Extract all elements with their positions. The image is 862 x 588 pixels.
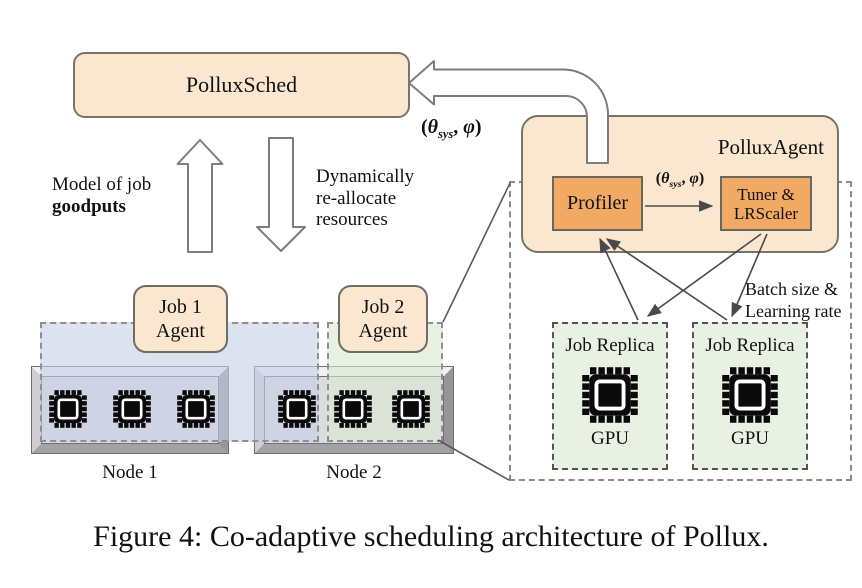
job1-agent-box: Job 1 Agent	[133, 285, 228, 353]
gpu-chip-icon-large	[579, 364, 641, 426]
reallocate-line2: re-allocate	[316, 187, 397, 209]
profiler-label: Profiler	[566, 192, 629, 214]
job2-agent-line2: Agent	[358, 320, 408, 342]
job2-agent-line1: Job 2	[361, 296, 405, 318]
polluxagent-label: PolluxAgent	[717, 135, 824, 159]
goodput-model-line1: Model of job	[52, 174, 152, 195]
profiler-box: Profiler	[552, 176, 643, 231]
goodput-model-line2: goodputs	[52, 196, 126, 217]
gpu-chip-icon	[276, 388, 318, 430]
job-replica2-label: Job Replica	[705, 335, 795, 356]
polluxsched-label: PolluxSched	[185, 72, 298, 97]
goodput-up-block-arrow	[176, 139, 224, 253]
reallocate-line1: Dynamically	[316, 166, 415, 187]
theta-sys-phi-label-small: (θsys, φ)	[655, 170, 705, 191]
gpu-chip-icon	[332, 388, 374, 430]
batch-learning-rate-label: Batch size & Learning rate	[745, 279, 841, 322]
tuner-lrscaler-box: Tuner & LRScaler	[720, 176, 812, 231]
job-replica1-label: Job Replica	[565, 335, 655, 356]
reallocate-label: Dynamically re-allocate resources	[316, 166, 414, 231]
gpu-chip-icon-large	[719, 364, 781, 426]
polluxsched-box: PolluxSched	[73, 52, 410, 118]
goodput-model-label: Model of job goodputs	[52, 174, 151, 218]
theta-sys-phi-label-large: (θsys, φ)	[421, 116, 482, 141]
batch-label-line1: Batch size &	[745, 279, 838, 299]
gpu1-label: GPU	[590, 428, 629, 449]
gpu-chip-icon	[390, 388, 432, 430]
job-replica2-box: Job Replica GPU	[692, 322, 808, 470]
tuner-label-line1: Tuner &	[737, 184, 795, 204]
reallocate-line3: resources	[316, 209, 388, 230]
node1-label: Node 1	[102, 462, 158, 483]
gpu-chip-icon	[111, 388, 153, 430]
job1-agent-line2: Agent	[156, 320, 205, 342]
node2-label: Node 2	[326, 462, 382, 483]
gpu2-label: GPU	[730, 428, 769, 449]
job-replica1-box: Job Replica GPU	[552, 322, 668, 470]
job1-agent-line1: Job 1	[159, 296, 202, 318]
tuner-label-line2: LRScaler	[733, 203, 799, 223]
gpu-chip-icon	[47, 388, 89, 430]
zoom-connector-top-line	[442, 182, 511, 323]
reallocate-down-block-arrow	[256, 137, 306, 252]
job2-agent-box: Job 2 Agent	[338, 285, 428, 353]
batch-label-line2: Learning rate	[745, 300, 842, 321]
figure-caption: Figure 4: Co-adaptive scheduling archite…	[93, 520, 769, 553]
gpu-chip-icon	[175, 388, 217, 430]
